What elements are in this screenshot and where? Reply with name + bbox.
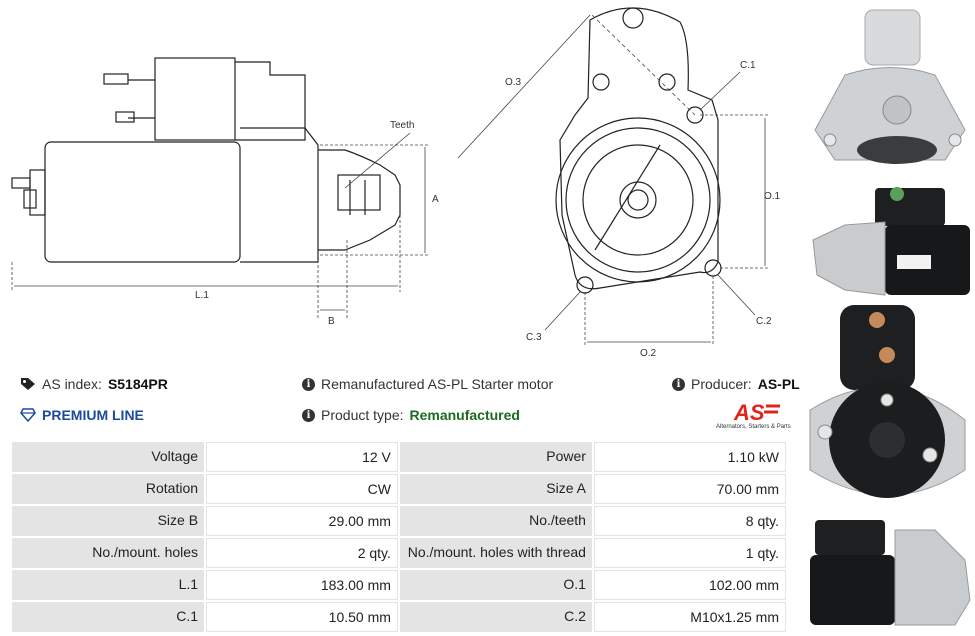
hole-c2 bbox=[704, 259, 722, 277]
spec-label: Rotation bbox=[12, 474, 205, 504]
spec-value: CW bbox=[206, 474, 398, 504]
product-type-label: Product type: bbox=[321, 407, 404, 423]
description: i Remanufactured AS-PL Starter motor bbox=[302, 376, 553, 392]
photo-side-view-2 bbox=[810, 520, 971, 626]
premium-line-label: PREMIUM LINE bbox=[42, 407, 144, 423]
spec-label: Power bbox=[399, 442, 592, 472]
dim-b-label: B bbox=[328, 316, 335, 327]
producer-value: AS-PL bbox=[757, 376, 800, 392]
solenoid-outline bbox=[154, 57, 236, 141]
spec-value: 10.50 mm bbox=[206, 602, 398, 632]
spec-label: C.1 bbox=[12, 602, 205, 632]
spec-label: Size A bbox=[399, 474, 592, 504]
description-text: Remanufactured AS-PL Starter motor bbox=[321, 376, 554, 392]
logo-subtitle: Alternators, Starters & Parts bbox=[716, 424, 791, 430]
spec-label: O.1 bbox=[399, 570, 592, 600]
spec-value: 29.00 mm bbox=[206, 506, 398, 536]
photo-rear-view bbox=[809, 305, 966, 498]
spec-value: 1 qty. bbox=[593, 538, 786, 568]
spec-value: 12 V bbox=[206, 442, 398, 472]
logo-text: AS bbox=[733, 400, 765, 425]
producer-label: Producer: bbox=[691, 376, 752, 392]
spec-label: No./teeth bbox=[399, 506, 592, 536]
dim-o3-label: O.3 bbox=[505, 77, 522, 88]
spec-value: 102.00 mm bbox=[593, 570, 786, 600]
product-type-value: Remanufactured bbox=[409, 407, 520, 423]
dim-c3-label: C.3 bbox=[526, 332, 542, 343]
spec-value: 183.00 mm bbox=[206, 570, 398, 600]
as-index-label: AS index: bbox=[42, 376, 102, 392]
photo-nose-view bbox=[814, 9, 966, 164]
spec-value: 2 qty. bbox=[206, 538, 398, 568]
dim-o1-label: O.1 bbox=[764, 191, 781, 202]
product-photos bbox=[809, 9, 971, 626]
spec-label: C.2 bbox=[399, 602, 592, 632]
spec-value: 1.10 kW bbox=[593, 442, 786, 472]
dim-a-label: A bbox=[432, 194, 439, 205]
motor-body-outline bbox=[44, 141, 241, 263]
dim-o2-label: O.2 bbox=[640, 348, 657, 359]
diamond-icon bbox=[20, 408, 36, 422]
as-index-value: S5184PR bbox=[107, 376, 168, 392]
info-icon: i bbox=[302, 377, 315, 391]
spec-value: 70.00 mm bbox=[593, 474, 786, 504]
producer: i Producer: AS-PL bbox=[672, 376, 800, 392]
spec-label: No./mount. holes bbox=[12, 538, 205, 568]
hole-c3 bbox=[576, 276, 594, 294]
info-icon: i bbox=[672, 377, 685, 391]
dim-c2-label: C.2 bbox=[756, 316, 772, 327]
end-housing-outline bbox=[559, 7, 719, 290]
spec-label: No./mount. holes with thread bbox=[399, 538, 592, 568]
dim-c1-label: C.1 bbox=[740, 60, 756, 71]
technical-drawing: Teeth A L.1 B O.3 C.1 O.1 C.2 C.3 O.2 bbox=[11, 7, 781, 359]
spec-label: Size B bbox=[12, 506, 205, 536]
spec-value: 8 qty. bbox=[593, 506, 786, 536]
spec-value: M10x1.25 mm bbox=[593, 602, 786, 632]
teeth-label: Teeth bbox=[390, 120, 414, 131]
as-pl-logo: AS bbox=[733, 400, 780, 425]
tag-icon bbox=[21, 378, 35, 390]
dim-l1-label: L.1 bbox=[195, 290, 209, 301]
spec-label: Voltage bbox=[12, 442, 205, 472]
spec-label: L.1 bbox=[12, 570, 205, 600]
as-index: AS index: S5184PR bbox=[20, 376, 168, 392]
product-type: i Product type: Remanufactured bbox=[302, 407, 520, 423]
premium-line: PREMIUM LINE bbox=[20, 407, 144, 423]
photo-side-view bbox=[812, 187, 970, 296]
info-icon: i bbox=[302, 408, 315, 422]
